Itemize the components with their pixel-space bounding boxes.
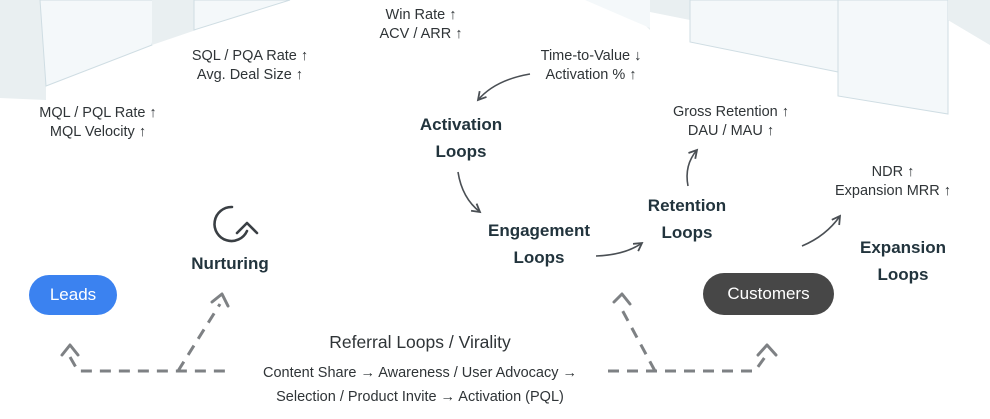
metric-line: Expansion MRR ↑ xyxy=(834,183,952,199)
metric-line: Time-to-Value ↓ xyxy=(540,48,642,64)
stage-title-line: Engagement xyxy=(487,221,591,240)
dashed-arrow-nurturing-rise xyxy=(176,303,222,372)
referral-title: Referral Loops / Virality xyxy=(329,332,511,352)
metric-line: NDR ↑ xyxy=(871,164,915,180)
funnel-band xyxy=(0,0,46,100)
metric-line: ACV / ARR ↑ xyxy=(379,26,463,42)
metric-line: Gross Retention ↑ xyxy=(672,104,790,120)
ndr-metrics: NDR ↑ Expansion MRR ↑ xyxy=(835,163,951,201)
dashed-arrow-left-lead xyxy=(68,356,228,373)
stage-title-line: Loops xyxy=(661,223,713,242)
funnel-band xyxy=(585,0,650,28)
arrow-retention-to-gross-retention xyxy=(686,148,699,187)
stage-retention-loops: Retention Loops xyxy=(648,192,726,246)
arrow-expansion-to-ndr xyxy=(801,214,842,247)
dashed-arrow-engagement-rise xyxy=(618,305,657,372)
funnel-band xyxy=(948,0,990,45)
customers-pill: Customers xyxy=(703,273,834,315)
stage-title-line: Activation xyxy=(419,115,503,134)
metric-line: DAU / MAU ↑ xyxy=(687,123,775,139)
stage-title-line: Retention xyxy=(647,196,727,215)
referral-line: Selection / Product Invite → Activation … xyxy=(276,389,564,405)
arrow-engagement-to-retention xyxy=(595,241,644,257)
arrow-activation-to-engagement xyxy=(457,171,482,214)
funnel-band xyxy=(152,0,200,45)
metric-line: SQL / PQA Rate ↑ xyxy=(191,48,309,64)
funnel-band xyxy=(837,0,949,115)
metric-line: MQL / PQL Rate ↑ xyxy=(39,105,157,121)
stage-expansion-loops: Expansion Loops xyxy=(860,234,946,288)
dashed-arrow-right-line xyxy=(608,356,767,373)
metric-line: Avg. Deal Size ↑ xyxy=(196,67,304,83)
metric-line: Win Rate ↑ xyxy=(385,7,457,23)
funnel-band xyxy=(650,0,690,20)
refresh-cycle-icon xyxy=(213,205,259,243)
referral-description: Content Share → Awareness / User Advocac… xyxy=(263,361,577,409)
leads-pill: Leads xyxy=(29,275,117,315)
stage-engagement-loops: Engagement Loops xyxy=(488,217,590,271)
funnel-band xyxy=(193,0,291,31)
metric-line: Activation % ↑ xyxy=(545,67,637,83)
retention-metrics: Gross Retention ↑ DAU / MAU ↑ xyxy=(673,103,789,141)
stage-nurturing: Nurturing xyxy=(191,250,268,277)
dashed-arrowhead-engagement xyxy=(612,292,632,306)
sql-metrics: SQL / PQA Rate ↑ Avg. Deal Size ↑ xyxy=(192,47,308,85)
win-metrics: Win Rate ↑ ACV / ARR ↑ xyxy=(380,6,463,44)
stage-title-line: Nurturing xyxy=(191,254,269,273)
stage-activation-loops: Activation Loops xyxy=(420,111,502,165)
stage-title-line: Loops xyxy=(877,265,929,284)
stage-title-line: Expansion xyxy=(860,238,946,257)
dashed-arrowhead-customers xyxy=(756,343,778,357)
dashed-arrowhead-nurturing xyxy=(210,292,230,308)
arrow-ttv-to-activation xyxy=(476,73,531,102)
dashed-arrowhead-leads xyxy=(60,343,80,357)
referral-line: Content Share → Awareness / User Advocac… xyxy=(262,365,578,381)
metric-line: MQL Velocity ↑ xyxy=(49,124,147,140)
stage-title-line: Loops xyxy=(435,142,487,161)
ttv-metrics: Time-to-Value ↓ Activation % ↑ xyxy=(541,47,642,85)
mql-metrics: MQL / PQL Rate ↑ MQL Velocity ↑ xyxy=(39,104,156,142)
stage-title-line: Loops xyxy=(513,248,565,267)
